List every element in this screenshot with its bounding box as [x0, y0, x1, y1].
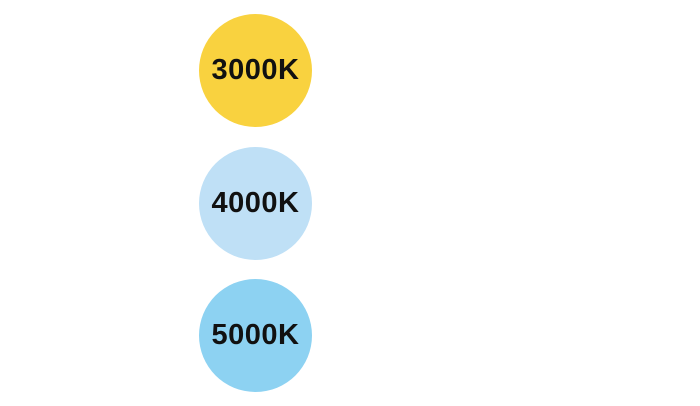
color-temp-swatch-5000k: 5000K: [199, 279, 312, 392]
color-temp-swatch-3000k: 3000K: [199, 14, 312, 127]
color-temp-label-4000k: 4000K: [211, 187, 300, 219]
color-temp-label-5000k: 5000K: [211, 319, 300, 351]
color-temp-label-3000k: 3000K: [211, 54, 300, 86]
color-temp-swatch-4000k: 4000K: [199, 147, 312, 260]
